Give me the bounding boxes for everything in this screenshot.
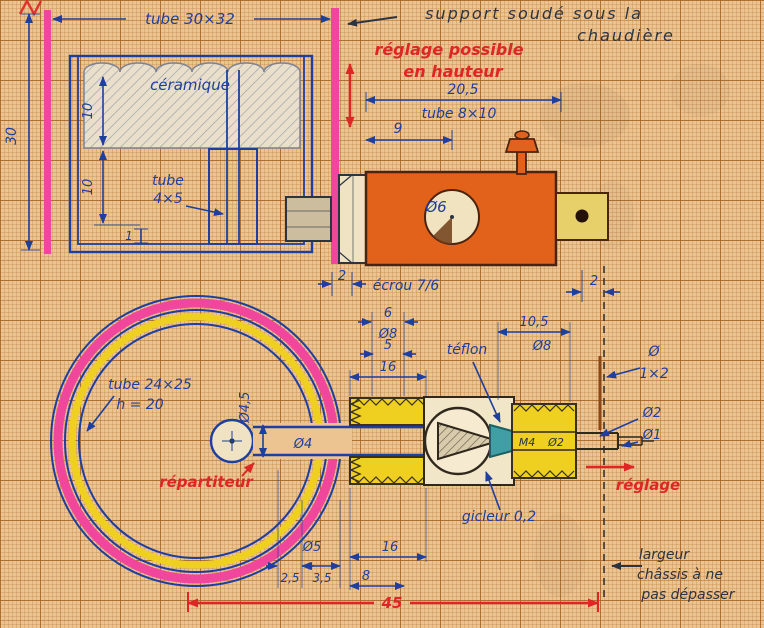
dim-30-label: 30 [4, 127, 20, 145]
adjuster-rod [576, 432, 654, 450]
svg-text:en hauteur: en hauteur [403, 62, 503, 81]
svg-text:20,5: 20,5 [447, 82, 478, 98]
tube-mask [253, 423, 352, 459]
bore-o2-label: Ø2 [547, 436, 564, 449]
teflon-label: téflon [447, 342, 501, 423]
svg-text:10: 10 [81, 179, 96, 196]
svg-text:45: 45 [381, 594, 403, 612]
svg-text:8: 8 [362, 569, 370, 584]
support-plate-left [44, 10, 51, 254]
supply-tube [253, 425, 424, 457]
dim-tube-30x32: tube 30×32 [52, 10, 331, 28]
burner-pot [68, 54, 314, 254]
svg-text:Ø2: Ø2 [642, 406, 662, 421]
svg-text:3,5: 3,5 [312, 571, 331, 585]
svg-text:10: 10 [81, 103, 96, 120]
dim-9: 9 [365, 121, 453, 150]
support-plate-right [331, 8, 339, 264]
svg-text:10,5: 10,5 [520, 315, 549, 330]
svg-text:Ø5: Ø5 [302, 540, 322, 555]
corner-mark [18, 0, 43, 17]
svg-text:réglage possible: réglage possible [374, 40, 523, 59]
distributor-label: répartiteur [159, 462, 255, 491]
svg-text:pas dépasser: pas dépasser [640, 587, 735, 603]
svg-text:tube: tube [152, 173, 184, 189]
dim-2-left: 2 [318, 269, 366, 296]
svg-text:support soudé sous la: support soudé sous la [425, 4, 643, 23]
svg-text:16: 16 [380, 360, 397, 375]
svg-text:Ø4,5: Ø4,5 [238, 392, 253, 424]
jet-label: gicleur 0,2 [462, 471, 536, 525]
dim-10-5: 10,5 Ø8 [497, 315, 571, 402]
holder-end-piece [555, 192, 609, 241]
svg-text:16: 16 [382, 540, 399, 555]
svg-text:chaudière: chaudière [577, 26, 675, 45]
adjuster-body [511, 403, 577, 479]
needle-cone [437, 421, 502, 461]
svg-text:téflon: téflon [447, 342, 488, 358]
dim-10-upper: 10 [81, 76, 107, 146]
nozzle-cross-section [349, 356, 654, 486]
ceramic-label: céramique [150, 76, 230, 94]
chassis-width-note: largeur châssis à ne pas dépasser [611, 547, 736, 603]
clamping-bolt [504, 130, 540, 175]
svg-text:gicleur 0,2: gicleur 0,2 [462, 509, 536, 525]
svg-text:Ø8: Ø8 [378, 327, 398, 342]
svg-text:4×5: 4×5 [153, 191, 183, 207]
dim-45: 45 [187, 592, 599, 612]
svg-text:Ø8: Ø8 [532, 339, 552, 354]
dim-2-right: 2 [566, 270, 620, 302]
svg-text:répartiteur: répartiteur [159, 473, 254, 491]
svg-text:réglage: réglage [616, 476, 680, 494]
svg-text:6: 6 [384, 306, 392, 321]
rod-o2-label: Ø2 [599, 406, 662, 437]
height-adjust-note: réglage possible en hauteur [345, 40, 524, 128]
svg-text:h = 20: h = 20 [116, 397, 163, 413]
nozzle-shaft [285, 196, 332, 242]
svg-text:châssis à ne: châssis à ne [637, 567, 723, 583]
distributor-hub [209, 418, 255, 464]
dim-tube-30x32-label: tube 30×32 [145, 10, 235, 28]
hex-nut [338, 174, 368, 264]
dim-1: 1 [125, 228, 148, 244]
dim-10-lower: 10 [81, 150, 140, 226]
svg-text:Ø1: Ø1 [642, 428, 662, 443]
inner-tube-4x5-label: tube 4×5 [152, 173, 224, 217]
svg-text:1: 1 [125, 229, 133, 243]
teflon-gland [489, 423, 513, 459]
pencil-smudges [534, 64, 730, 597]
svg-text:largeur: largeur [639, 547, 691, 563]
svg-text:2,5: 2,5 [280, 571, 299, 585]
adjust-note: réglage [586, 462, 680, 494]
dim-30: 30 [4, 13, 40, 251]
dim-chain-bottom: Ø5 16 2,5 3,5 8 [266, 470, 427, 590]
tube-24x25-label: tube 24×25 h = 20 [86, 377, 192, 432]
support-note: support soudé sous la chaudière [347, 4, 675, 45]
svg-text:9: 9 [394, 121, 403, 137]
svg-text:tube 24×25: tube 24×25 [108, 377, 192, 393]
svg-text:1×2: 1×2 [639, 366, 669, 382]
dim-o4-5: Ø4,5 [238, 392, 267, 458]
ceramic-block [83, 62, 301, 149]
hole-diameter-label: Ø6 [424, 198, 446, 216]
wire-1x2-label: Ø 1×2 [606, 344, 669, 382]
svg-text:5: 5 [384, 338, 392, 353]
needle-o1-label: Ø1 [621, 428, 662, 448]
tube-bore-label: Ø4 [293, 437, 313, 452]
thread-m4-label: M4 [519, 436, 536, 449]
svg-text:Ø: Ø [647, 344, 660, 360]
holder-hole [424, 189, 480, 245]
dim-stack-left: 6 Ø8 5 16 [349, 306, 427, 396]
tube-8x10-label: tube 8×10 [422, 106, 497, 122]
svg-text:2: 2 [338, 269, 346, 284]
dim-20-5: 20,5 [365, 82, 562, 112]
inner-tube-4x5 [208, 70, 258, 245]
nut-label: écrou 7/6 [373, 278, 440, 294]
svg-text:2: 2 [590, 274, 598, 289]
